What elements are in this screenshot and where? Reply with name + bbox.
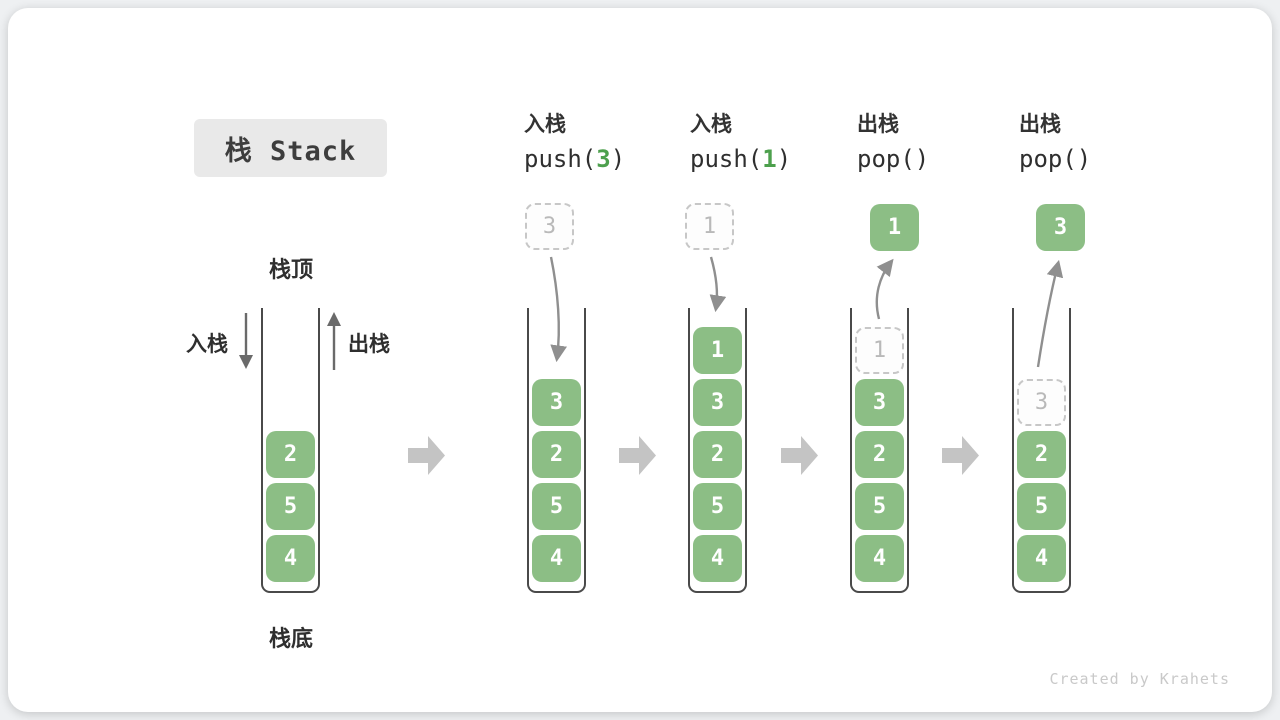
stack-cell-solid: 2 [532, 431, 581, 478]
code-arg: 1 [762, 145, 777, 173]
stack-cell-solid: 4 [266, 535, 315, 582]
credit-text: Created by Krahets [1049, 670, 1230, 688]
stack-top-label: 栈顶 [268, 258, 313, 283]
pop-side-label: 出栈 [348, 332, 390, 356]
stack-cell-solid: 2 [266, 431, 315, 478]
code-pre: pop( [1019, 145, 1077, 173]
stack-cell-solid: 4 [855, 535, 904, 582]
next-step-arrow [408, 436, 445, 475]
next-step-arrow [781, 436, 818, 475]
push-side-label: 入栈 [186, 332, 228, 356]
step-header-push3: 入栈 push(3) [524, 112, 684, 172]
step-op-label: 入栈 [524, 112, 566, 136]
code-pre: push( [524, 145, 597, 173]
code-arg: 3 [596, 145, 611, 173]
stack-cell-solid: 5 [532, 483, 581, 530]
pop-direction-arrow [327, 312, 341, 370]
stack-after-pop3: 3 2 5 4 [1012, 308, 1071, 593]
step-op-code: pop() [1019, 147, 1179, 171]
step-header-pop3: 出栈 pop() [1019, 112, 1179, 172]
floating-value-push3: 3 [525, 203, 574, 250]
stack-cell-solid: 4 [1017, 535, 1066, 582]
stack-cell-solid: 5 [855, 483, 904, 530]
step-op-label: 入栈 [690, 112, 732, 136]
next-step-arrow [942, 436, 979, 475]
stack-cell-ghost: 3 [1017, 379, 1066, 426]
step-op-code: pop() [857, 147, 1017, 171]
title-box: 栈 Stack [194, 119, 387, 177]
stack-after-push1: 1 3 2 5 4 [688, 308, 747, 593]
stack-cell-solid: 3 [855, 379, 904, 426]
step-header-pop1: 出栈 pop() [857, 112, 1017, 172]
stack-cell-solid: 2 [1017, 431, 1066, 478]
diagram-card: 栈 Stack 栈顶 栈底 入栈 出栈 入栈 push(3) 入栈 push(1… [8, 8, 1272, 712]
stack-cell-solid: 5 [1017, 483, 1066, 530]
step-op-label: 出栈 [1019, 112, 1061, 136]
title-label: 栈 Stack [224, 135, 357, 167]
stack-cell-solid: 2 [855, 431, 904, 478]
stack-cell-solid: 5 [266, 483, 315, 530]
stack-after-push3: 3 2 5 4 [527, 308, 586, 593]
step-op-code: push(3) [524, 147, 684, 171]
stack-cell-ghost: 1 [855, 327, 904, 374]
code-pre: pop( [857, 145, 915, 173]
next-step-arrow [619, 436, 656, 475]
code-post: ) [776, 145, 792, 173]
stack-cell-solid: 2 [693, 431, 742, 478]
stack-cell-solid: 3 [532, 379, 581, 426]
step-header-push1: 入栈 push(1) [690, 112, 850, 172]
code-post: ) [1076, 145, 1092, 173]
code-post: ) [914, 145, 930, 173]
push1-curved-arrow [709, 256, 727, 313]
step-op-code: push(1) [690, 147, 850, 171]
stack-cell-solid: 5 [693, 483, 742, 530]
stack-initial: 2 5 4 [261, 308, 320, 593]
stack-cell-solid: 4 [693, 535, 742, 582]
stack-cell-solid: 3 [693, 379, 742, 426]
floating-value-pop1: 1 [870, 204, 919, 251]
stack-bottom-label: 栈底 [268, 627, 313, 652]
push-direction-arrow [239, 313, 253, 369]
stack-cell-solid: 1 [693, 327, 742, 374]
stack-after-pop1: 1 3 2 5 4 [850, 308, 909, 593]
code-pre: push( [690, 145, 763, 173]
stack-cell-solid: 4 [532, 535, 581, 582]
floating-value-push1: 1 [685, 203, 734, 250]
step-op-label: 出栈 [857, 112, 899, 136]
code-post: ) [610, 145, 626, 173]
floating-value-pop3: 3 [1036, 204, 1085, 251]
